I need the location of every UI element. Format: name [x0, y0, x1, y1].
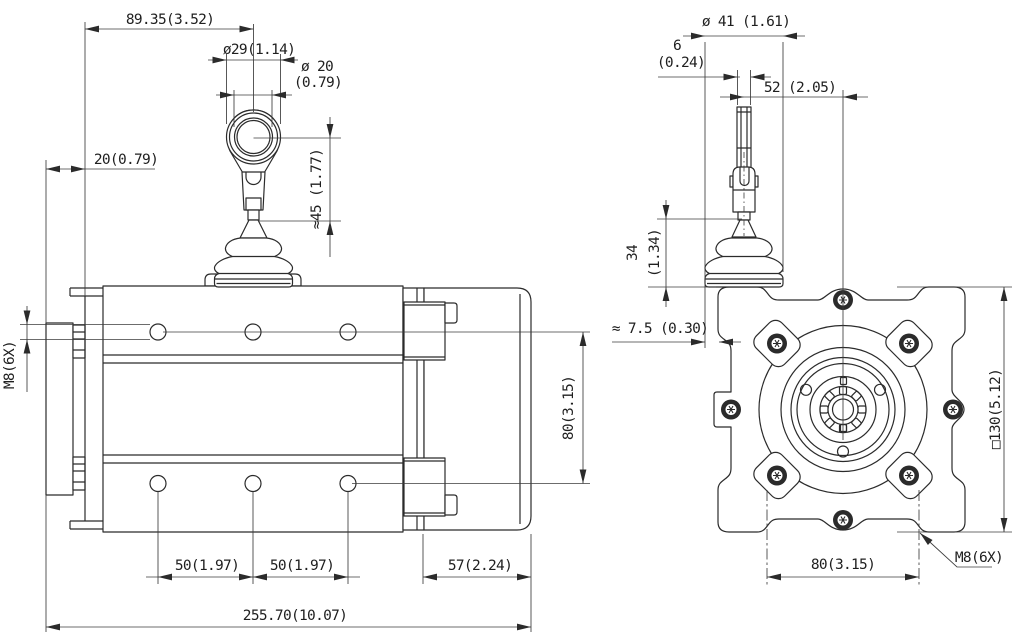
cap-bracket-bottom [403, 457, 446, 517]
dim-grommet-dia: ø 41 (1.61) [702, 14, 790, 30]
cable-assembly [729, 106, 759, 238]
cone [239, 219, 268, 239]
key-mark-bottom [839, 423, 848, 433]
dim-ring-height: ≈45 (1.77) [309, 149, 325, 229]
dim-pitch-b: 50(1.97) [270, 558, 334, 574]
front-view [704, 106, 966, 533]
dim-cap-length: 57(2.24) [448, 558, 512, 574]
mounting-plate [45, 322, 86, 496]
dim-body-square: □130(5.12) [988, 369, 1004, 449]
dim-grommet-height-1: 34 [625, 244, 641, 261]
dimension-annotations-side: 89.35(3.52) ø29(1.14) ø 20 (0.79) 20(0.7… [2, 12, 590, 632]
ring-terminal [225, 109, 282, 239]
cap-bracket-top [403, 301, 446, 361]
sensor-body [69, 273, 532, 533]
dim-cable-offset-front: 52 (2.05) [764, 80, 836, 96]
cable-grommet-front [704, 237, 784, 288]
dim-cable-dia-2: (0.24) [657, 55, 705, 71]
dim-grommet-height-2: (1.34) [647, 229, 663, 277]
dim-ring-outer-dia: ø29(1.14) [223, 42, 295, 58]
dim-flange-offset: 20(0.79) [94, 152, 158, 168]
cable-jacket [736, 106, 752, 171]
key-mark-top [839, 376, 848, 386]
dim-overall-length: 255.70(10.07) [243, 608, 347, 624]
dim-grommet-overhang: ≈ 7.5 (0.30) [612, 321, 708, 337]
dim-ring-hole-dia-2: (0.79) [294, 75, 342, 91]
dim-cable-offset-side: 89.35(3.52) [126, 12, 214, 28]
dim-hole-pitch-front: 80(3.15) [811, 557, 875, 573]
dim-thread-side: M8(6X) [2, 341, 18, 389]
end-cap [423, 287, 532, 531]
dim-pitch-a: 50(1.97) [175, 558, 239, 574]
dim-cable-dia-1: 6 [673, 38, 681, 54]
dim-hole-rows: 80(3.15) [561, 376, 577, 440]
dim-ring-hole-dia-1: ø 20 [301, 59, 333, 75]
mounting-holes [149, 323, 357, 493]
dimension-annotations-front: ø 41 (1.61) 6 (0.24) 52 (2.05) 34 (1.34)… [612, 14, 1012, 586]
side-view [45, 109, 532, 533]
dim-thread-front: M8(6X) [955, 550, 1003, 566]
cable-grommet-side [213, 237, 294, 288]
